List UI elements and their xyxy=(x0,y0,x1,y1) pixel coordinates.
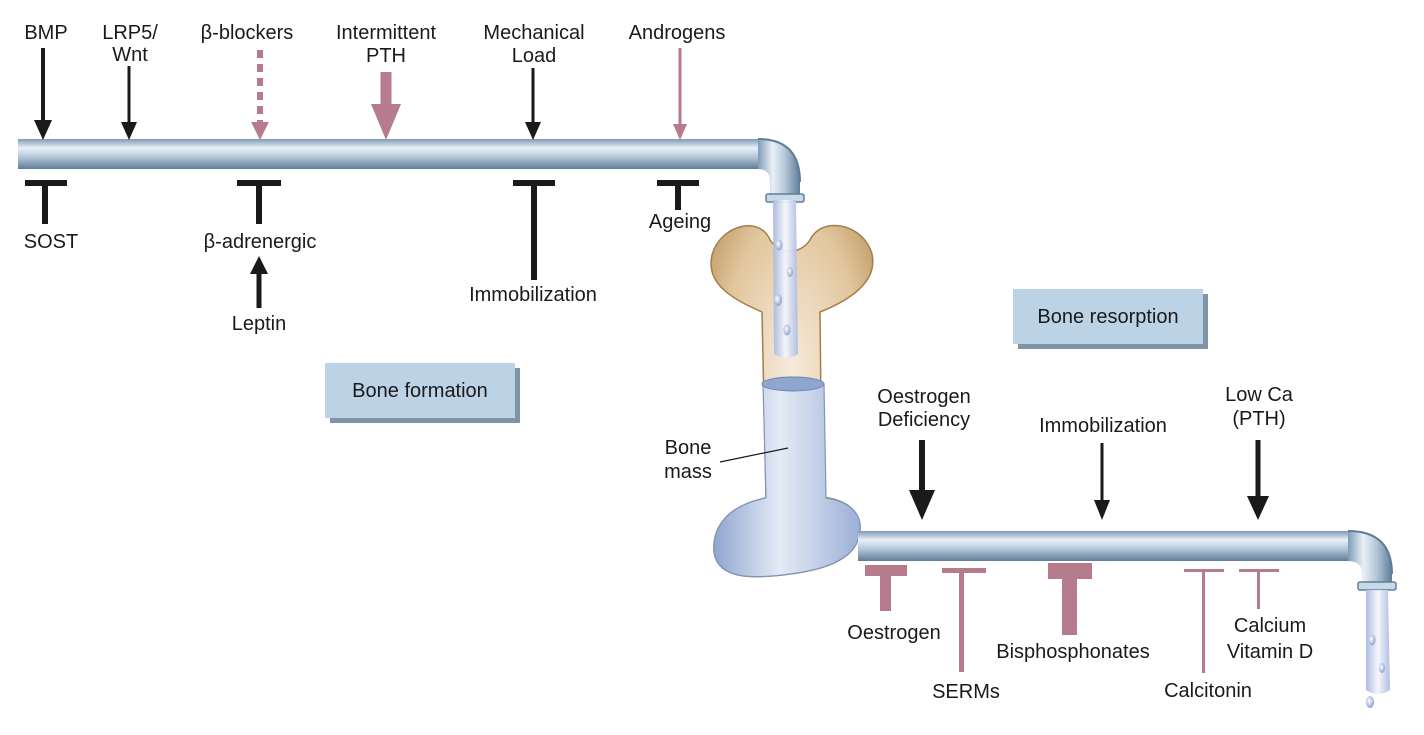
bisphosphonates-inhibitor xyxy=(1048,563,1092,635)
oestrogen-label: Oestrogen xyxy=(847,622,940,644)
bone-formation-label: Bone formation xyxy=(352,380,488,402)
low-ca-pth-arrow xyxy=(1247,440,1269,520)
immobilization-inhibitor-formation xyxy=(513,180,555,280)
ageing-inhibitor xyxy=(657,180,699,210)
oestrogen-deficiency-label-line1: Oestrogen xyxy=(877,386,970,408)
bisphosphonates-label: Bisphosphonates xyxy=(996,641,1149,663)
beta-adrenergic-inhibitor xyxy=(237,180,281,224)
calcitonin-inhibitor xyxy=(1184,569,1224,673)
bone-resorption-label: Bone resorption xyxy=(1037,306,1178,328)
sost-label: SOST xyxy=(24,231,78,253)
lrp5-label-line1: LRP5/ xyxy=(102,22,158,44)
oestrogen-inhibitor xyxy=(865,565,907,611)
beta-blockers-arrow xyxy=(251,50,269,140)
mechanical-load-label-line2: Load xyxy=(512,45,557,67)
resorption-pipe xyxy=(858,530,1397,708)
calcium-label-line1: Calcium xyxy=(1234,615,1306,637)
bone-resorption-box: Bone resorption xyxy=(1013,289,1208,349)
intermittent-pth-arrow xyxy=(371,72,401,140)
oestrogen-deficiency-label-line2: Deficiency xyxy=(878,409,970,431)
androgens-arrow xyxy=(673,48,687,140)
beta-blockers-label: β-blockers xyxy=(201,22,294,44)
calcium-vitamin-d-inhibitor xyxy=(1239,569,1279,609)
serms-label: SERMs xyxy=(932,681,1000,703)
androgens-label: Androgens xyxy=(629,22,726,44)
oestrogen-deficiency-arrow xyxy=(909,440,935,520)
calcitonin-label: Calcitonin xyxy=(1164,680,1252,702)
sost-inhibitor xyxy=(25,180,67,224)
ageing-label: Ageing xyxy=(649,211,711,233)
immobilization-resorption-arrow xyxy=(1094,443,1110,520)
beta-adrenergic-label: β-adrenergic xyxy=(204,231,317,253)
lrp5-label-line2: Wnt xyxy=(112,44,148,66)
bone-formation-box: Bone formation xyxy=(325,363,520,423)
bone-mass-label-line2: mass xyxy=(664,461,712,483)
intermittent-pth-label-line2: PTH xyxy=(366,45,406,67)
bone-mass-label-line1: Bone xyxy=(665,437,712,459)
leptin-label: Leptin xyxy=(232,313,287,335)
formation-pipe xyxy=(18,138,805,203)
lrp5-wnt-arrow xyxy=(121,66,137,140)
low-ca-label-line2: (PTH) xyxy=(1232,408,1285,430)
low-ca-label-line1: Low Ca xyxy=(1225,384,1294,406)
mechanical-load-label-line1: Mechanical xyxy=(483,22,584,44)
bone-mass-leader-line xyxy=(719,447,789,463)
intermittent-pth-label-line1: Intermittent xyxy=(336,22,436,44)
immobilization-resorption-label: Immobilization xyxy=(1039,415,1167,437)
vitamin-d-label-line2: Vitamin D xyxy=(1227,641,1313,663)
immobilization-formation-label: Immobilization xyxy=(469,284,597,306)
bmp-label: BMP xyxy=(24,22,67,44)
bone-illustration xyxy=(710,200,874,578)
bmp-arrow xyxy=(34,48,52,140)
mechanical-load-arrow xyxy=(525,68,541,140)
leptin-arrow xyxy=(250,256,268,308)
serms-inhibitor xyxy=(942,568,986,672)
